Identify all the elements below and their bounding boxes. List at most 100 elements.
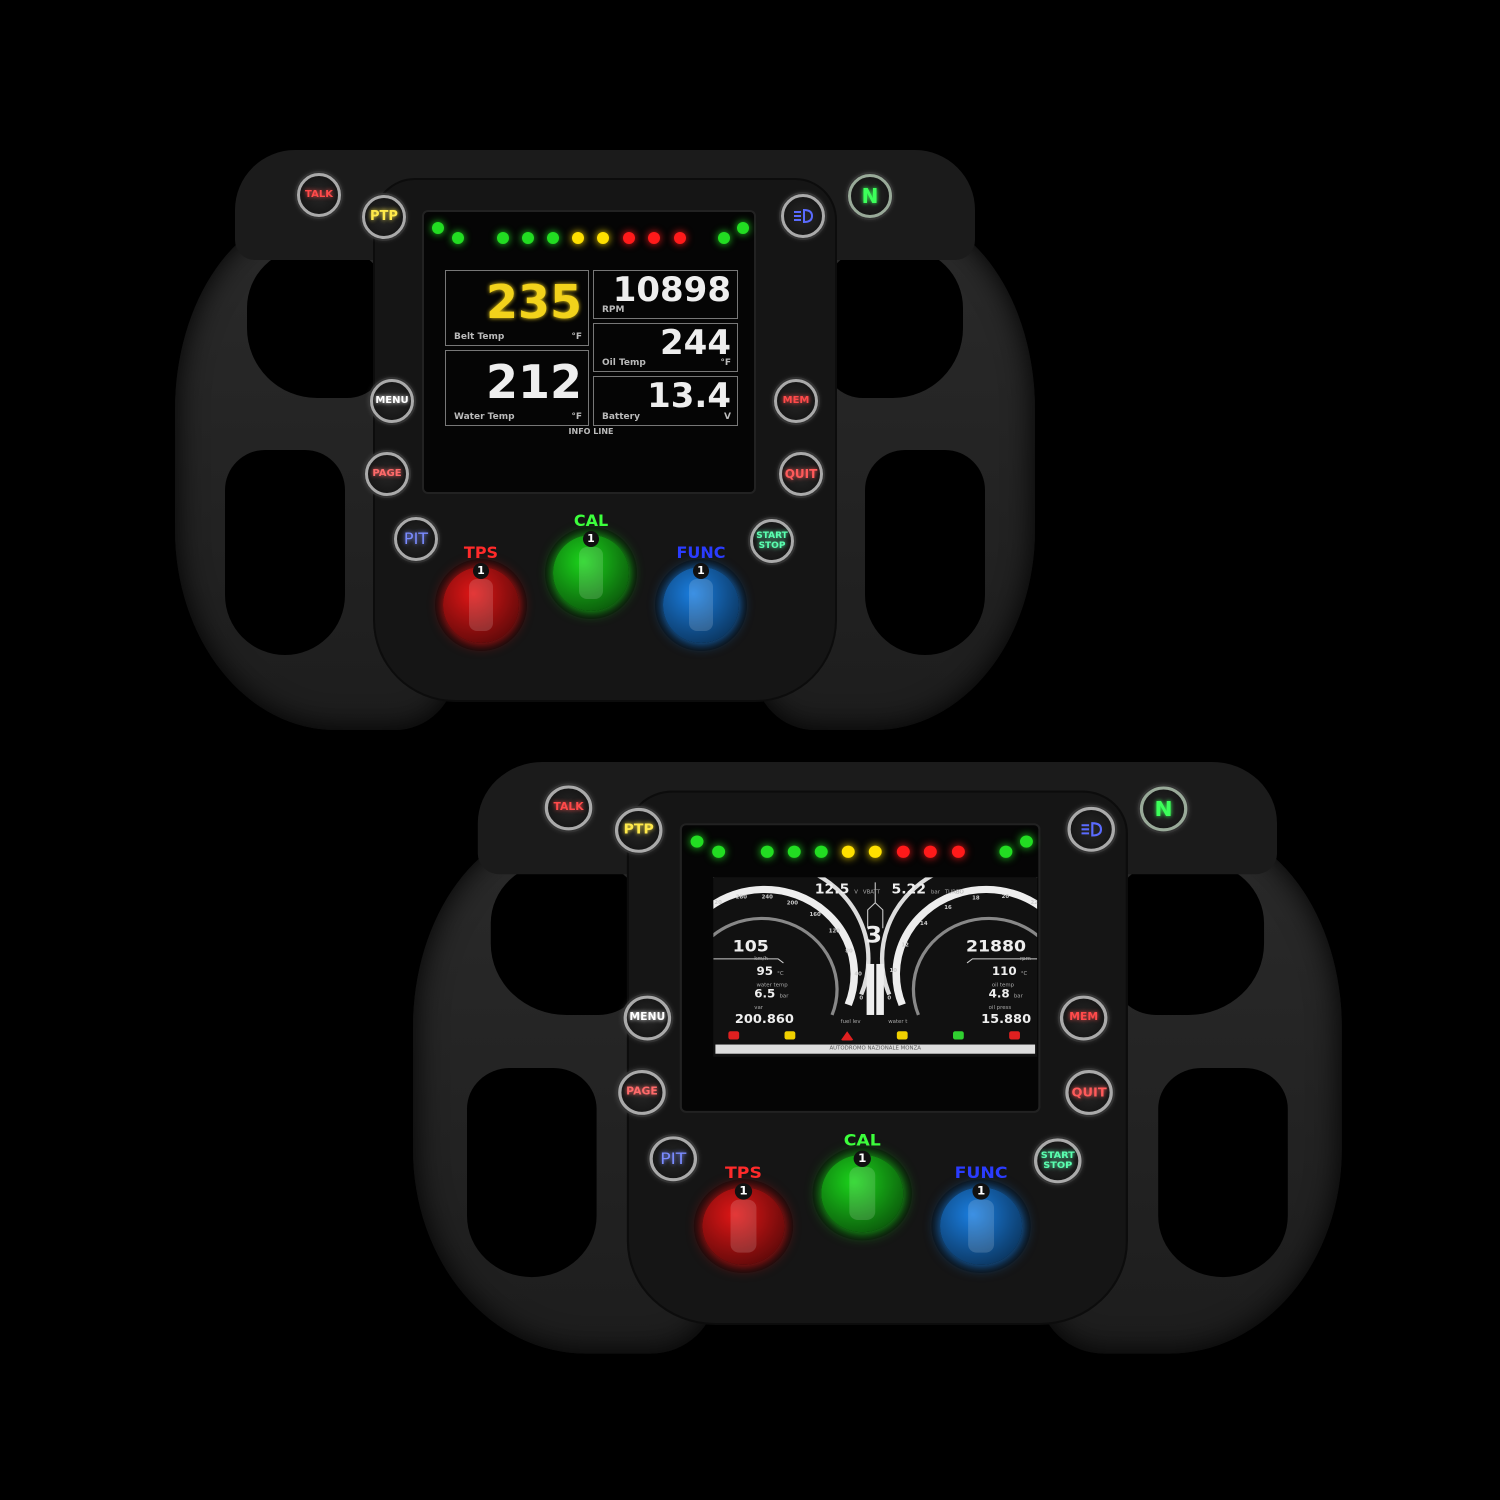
knob-grip <box>579 547 603 599</box>
shift-light <box>674 232 686 244</box>
shift-light <box>814 845 828 858</box>
engine-warning-icon <box>896 1031 908 1040</box>
gauge-tick-label: 80 <box>845 949 853 955</box>
vbatt-unit: V <box>854 889 858 896</box>
rpm-unit: rpm <box>1019 955 1031 962</box>
start-label: START <box>1040 1150 1075 1161</box>
talk-button[interactable]: TALK <box>297 173 341 217</box>
menu-label: MENU <box>375 395 409 406</box>
speed-gauge-arc <box>713 877 871 996</box>
right-upper-opening <box>1112 861 1265 1015</box>
speed-gauge-fill <box>713 885 859 1007</box>
quit-button[interactable]: QUIT <box>1065 1070 1113 1115</box>
left-upper-opening <box>490 861 642 1015</box>
neutral-button[interactable]: N <box>848 174 892 218</box>
oil-press-value: 4.8 <box>988 987 1010 1001</box>
display-dashboard-page: 04080120160200240280320010121416182022 1… <box>713 877 1038 1057</box>
menu-button[interactable]: MENU <box>370 379 414 423</box>
ptp-button[interactable]: PTP <box>362 195 406 239</box>
water-temp-label: water temp <box>756 982 788 989</box>
shift-light <box>896 845 910 858</box>
shift-light <box>712 845 726 858</box>
page-button[interactable]: PAGE <box>618 1070 666 1115</box>
gauge-tick-label: 10 <box>890 968 898 974</box>
left-lower-opening <box>225 450 345 655</box>
knob-grip <box>469 579 493 631</box>
distance-right-value: 15.880 <box>981 1011 1032 1027</box>
gauge-tick-label: 18 <box>972 896 980 902</box>
start-label: START <box>756 531 788 541</box>
rotary-label: FUNC <box>954 1162 1008 1183</box>
quit-label: QUIT <box>784 467 818 481</box>
pit-button[interactable]: PIT <box>394 517 438 561</box>
rotary-knob[interactable] <box>702 1187 785 1265</box>
shift-light <box>597 232 609 244</box>
rotary-knob[interactable] <box>940 1187 1023 1265</box>
battery-warning-icon <box>1009 1031 1020 1040</box>
rotary-knob[interactable] <box>443 567 519 643</box>
headlight-button[interactable] <box>1067 806 1115 852</box>
info-line: INFO LINE <box>568 427 614 436</box>
neutral-button[interactable]: N <box>1139 786 1188 832</box>
speed-unit: km/h <box>754 955 768 962</box>
right-upper-opening <box>823 248 963 398</box>
page-button[interactable]: PAGE <box>365 452 409 496</box>
knob-grip <box>730 1199 757 1253</box>
rpm-cell: 10898 RPM <box>593 270 738 319</box>
mem-button[interactable]: MEM <box>1059 995 1108 1041</box>
speed-gauge-inner <box>713 916 839 1016</box>
ptp-button[interactable]: PTP <box>614 807 663 853</box>
headlight-icon <box>794 208 814 224</box>
gauge-tick-label: 120 <box>829 929 841 935</box>
tps-rotary-switch[interactable]: TPS 1 <box>435 543 527 651</box>
rotary-label: FUNC <box>676 543 726 562</box>
func-rotary-switch[interactable]: FUNC 1 <box>655 543 747 651</box>
pressure-unit: bar <box>779 993 789 1000</box>
turbo-value: 5.22 <box>891 882 927 898</box>
rotary-label: TPS <box>463 543 499 562</box>
rotary-position: 1 <box>583 531 599 547</box>
belt-temp-cell: 235 Belt Temp °F <box>445 270 589 346</box>
lights-on-icon <box>953 1031 964 1040</box>
quit-button[interactable]: QUIT <box>779 452 823 496</box>
display-info-page: 235 Belt Temp °F 212 Water Temp °F 10898… <box>445 270 738 436</box>
shift-light <box>522 232 534 244</box>
gauge-tick-label: 320 <box>713 900 722 906</box>
oil-temp-label: oil temp <box>991 982 1015 989</box>
mem-button[interactable]: MEM <box>774 379 818 423</box>
oil-temp-cell: 244 Oil Temp °F <box>593 323 738 372</box>
func-rotary-switch[interactable]: FUNC 1 <box>931 1163 1031 1274</box>
speed-value: 105 <box>732 936 769 956</box>
rotary-knob[interactable] <box>663 567 739 643</box>
pressure-label: var <box>754 1004 764 1011</box>
menu-button[interactable]: MENU <box>623 995 672 1041</box>
talk-button[interactable]: TALK <box>544 785 593 831</box>
shift-light <box>1019 835 1033 848</box>
cal-rotary-switch[interactable]: CAL 1 <box>545 511 637 619</box>
knob-grip <box>968 1199 995 1253</box>
oil-temp-value: 244 <box>660 323 731 363</box>
cal-rotary-switch[interactable]: CAL 1 <box>812 1130 912 1241</box>
right-lower-opening <box>865 450 985 655</box>
gauge-graphics: 04080120160200240280320010121416182022 <box>713 877 1038 1016</box>
rotary-knob[interactable] <box>553 535 629 611</box>
headlight-button[interactable] <box>781 194 825 238</box>
page-label: PAGE <box>626 1086 658 1098</box>
tps-rotary-switch[interactable]: TPS 1 <box>693 1163 794 1274</box>
rpm-label: RPM <box>602 305 625 315</box>
shift-light <box>547 232 559 244</box>
display-frame <box>422 210 756 494</box>
water-bar-label: water t <box>888 1019 908 1026</box>
right-lower-opening <box>1158 1068 1288 1278</box>
water-temp-bar <box>876 963 884 1015</box>
gauge-tick-label: 12 <box>901 943 909 949</box>
pit-button[interactable]: PIT <box>649 1136 698 1182</box>
rotary-label: TPS <box>725 1162 762 1183</box>
oil-temp-unit: °C <box>1020 971 1028 978</box>
rotary-knob[interactable] <box>821 1154 904 1233</box>
water-temp-value: 95 <box>756 964 773 979</box>
